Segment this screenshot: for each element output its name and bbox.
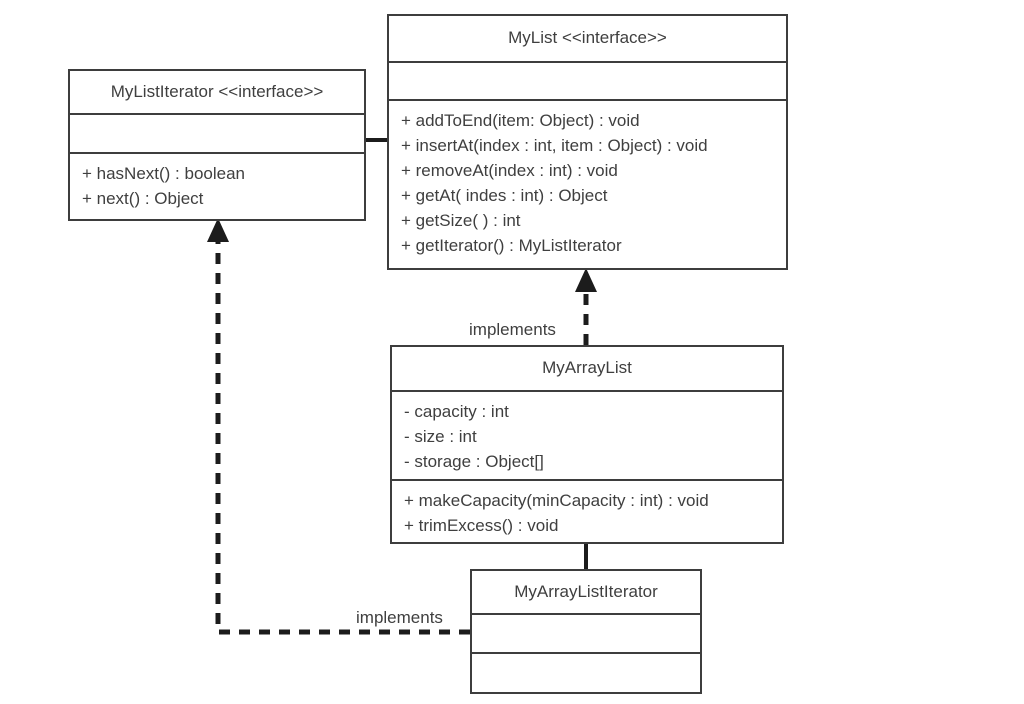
uml-class-mylistiterator-title: MyListIterator <<interface>> <box>70 71 364 113</box>
uml-member: - capacity : int <box>404 402 509 421</box>
uml-class-mylist-methods: + addToEnd(item: Object) : void + insert… <box>389 99 786 268</box>
uml-member: + getSize( ) : int <box>401 211 521 230</box>
arrowhead-to-mylistiterator <box>207 218 229 242</box>
uml-class-myarraylist-attributes: - capacity : int - size : int - storage … <box>392 390 782 479</box>
uml-class-myarraylistiterator[interactable]: MyArrayListIterator <box>470 569 702 694</box>
uml-class-mylist-title: MyList <<interface>> <box>389 16 786 61</box>
uml-class-myarraylist-title: MyArrayList <box>392 347 782 390</box>
edge-label-implements-mylistiterator: implements <box>353 608 446 627</box>
uml-class-myarraylistiterator-methods <box>472 652 700 692</box>
uml-member: + getIterator() : MyListIterator <box>401 236 622 255</box>
uml-member: + makeCapacity(minCapacity : int) : void <box>404 491 709 510</box>
uml-class-myarraylistiterator-title: MyArrayListIterator <box>472 571 700 613</box>
uml-member: - size : int <box>404 427 477 446</box>
association-mylistiterator-mylist <box>364 138 389 142</box>
uml-class-mylistiterator-attributes <box>70 113 364 152</box>
uml-class-mylistiterator[interactable]: MyListIterator <<interface>> + hasNext()… <box>68 69 366 221</box>
uml-class-myarraylist-methods: + makeCapacity(minCapacity : int) : void… <box>392 479 782 542</box>
uml-member: - storage : Object[] <box>404 452 544 471</box>
uml-class-mylist[interactable]: MyList <<interface>> + addToEnd(item: Ob… <box>387 14 788 270</box>
uml-member: + getAt( indes : int) : Object <box>401 186 608 205</box>
uml-member: + next() : Object <box>82 189 204 208</box>
realization-myarraylist-to-mylist <box>575 268 597 345</box>
edge-label-implements-mylist: implements <box>466 320 559 339</box>
uml-class-myarraylist[interactable]: MyArrayList - capacity : int - size : in… <box>390 345 784 544</box>
uml-class-myarraylistiterator-attributes <box>472 613 700 652</box>
uml-member: + hasNext() : boolean <box>82 164 246 183</box>
uml-class-mylistiterator-methods: + hasNext() : boolean + next() : Object <box>70 152 364 219</box>
uml-class-mylist-attributes <box>389 61 786 99</box>
arrowhead-to-mylist <box>575 268 597 292</box>
uml-member: + addToEnd(item: Object) : void <box>401 111 640 130</box>
association-myarraylist-myarraylistiterator <box>584 542 588 571</box>
uml-member: + removeAt(index : int) : void <box>401 161 618 180</box>
uml-member: + insertAt(index : int, item : Object) :… <box>401 136 708 155</box>
uml-member: + trimExcess() : void <box>404 516 559 535</box>
